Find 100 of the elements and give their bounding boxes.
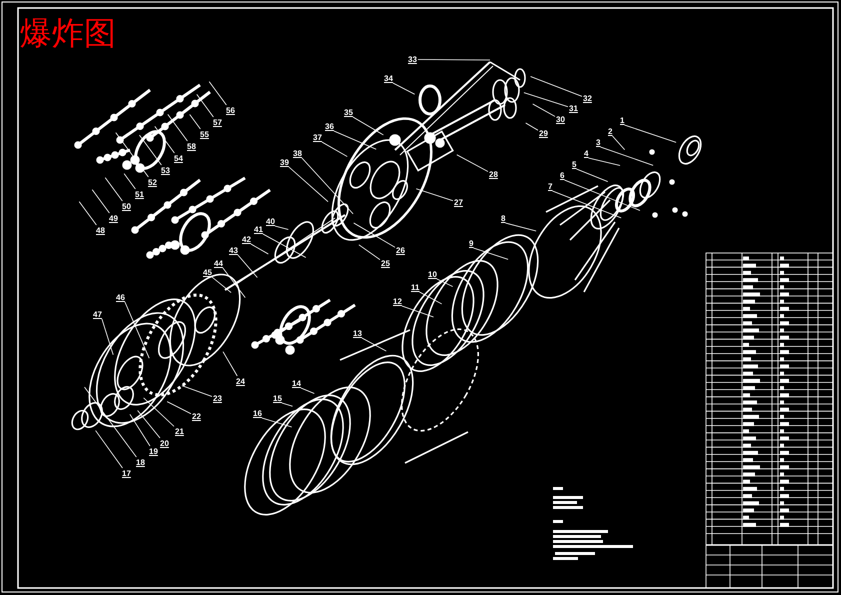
leader-line	[92, 189, 110, 214]
leader-line	[588, 158, 620, 166]
callout-number: 36	[325, 122, 334, 131]
leader-line	[600, 146, 654, 166]
leader-line	[95, 430, 123, 468]
leader-line	[208, 81, 227, 106]
leader-line	[288, 166, 328, 202]
leader-line	[416, 188, 454, 202]
leader-line	[322, 142, 348, 157]
callout-number: 55	[200, 130, 209, 139]
callout-number: 38	[293, 149, 302, 158]
callout-number: 48	[96, 226, 105, 235]
callout-number: 52	[148, 178, 157, 187]
leader-line	[302, 158, 354, 214]
leader-line	[154, 126, 175, 154]
leader-line	[505, 222, 537, 232]
callout-number: 22	[192, 412, 201, 421]
leader-line	[196, 94, 214, 118]
leader-line	[167, 114, 188, 142]
callout-number: 8	[501, 214, 506, 223]
leader-line	[552, 190, 622, 218]
leader-line	[130, 414, 150, 446]
leader-line	[334, 130, 377, 150]
leader-line	[262, 418, 292, 428]
callout-number: 43	[229, 246, 238, 255]
callout-number: 11	[411, 283, 420, 292]
leader-line	[392, 82, 416, 95]
leader-line	[402, 306, 434, 318]
leader-line	[102, 318, 114, 356]
callout-number: 26	[396, 246, 405, 255]
leader-line	[419, 292, 442, 304]
callout-number: 5	[572, 160, 576, 169]
leader-line	[456, 154, 488, 172]
leader-line	[166, 401, 192, 414]
leader-line	[115, 132, 149, 178]
leader-line	[436, 278, 454, 287]
leader-line	[139, 134, 162, 166]
leader-line	[282, 402, 293, 407]
callout-number: 45	[203, 268, 212, 277]
leader-line	[189, 114, 201, 130]
callout-number: 44	[214, 259, 223, 268]
leader-line	[181, 385, 212, 397]
leader-line	[418, 59, 490, 60]
callout-number: 4	[584, 149, 588, 158]
leader-line	[274, 226, 289, 230]
callout-number: 41	[254, 225, 263, 234]
leader-line	[262, 234, 306, 258]
callout-number: 19	[149, 447, 158, 456]
leader-line	[238, 254, 258, 278]
leader-line	[353, 222, 396, 248]
callout-number: 57	[213, 118, 222, 127]
callout-number: 9	[469, 239, 474, 248]
leader-line	[624, 124, 676, 143]
leader-line	[78, 201, 97, 226]
leader-line	[143, 398, 174, 427]
leader-line	[212, 276, 232, 293]
callout-number: 31	[569, 104, 578, 113]
leader-line	[124, 302, 150, 359]
callout-number: 37	[313, 133, 322, 142]
callout-number: 14	[292, 379, 301, 388]
leader-line	[84, 386, 137, 458]
leader-line	[362, 338, 387, 352]
leader-line	[525, 122, 538, 131]
callout-number: 25	[381, 259, 390, 268]
callout-number: 2	[608, 127, 612, 136]
callout-number: 29	[539, 129, 548, 138]
leader-line	[222, 268, 246, 298]
callout-number: 34	[384, 74, 393, 83]
leader-line	[222, 351, 238, 376]
callout-number: 18	[136, 458, 145, 467]
callout-number: 40	[266, 217, 275, 226]
drawing-title: 爆炸图	[20, 14, 116, 52]
callout-number: 23	[213, 394, 222, 403]
leader-line	[352, 116, 384, 136]
callout-number: 3	[596, 138, 600, 147]
leader-line	[530, 76, 582, 97]
callout-number: 32	[583, 94, 592, 103]
callout-number: 53	[161, 166, 170, 175]
callout-number: 39	[280, 158, 289, 167]
callout-number: 56	[226, 106, 235, 115]
callout-number: 50	[122, 202, 131, 211]
callout-number: 10	[428, 270, 437, 279]
callout-number: 12	[393, 297, 402, 306]
leader-line	[532, 104, 556, 117]
callout-number: 20	[160, 439, 169, 448]
leader-line	[358, 244, 380, 260]
leader-line	[524, 92, 568, 108]
callout-number: 7	[548, 182, 552, 191]
callout-number: 47	[93, 310, 102, 319]
callout-number: 1	[620, 116, 624, 125]
leader-line	[576, 168, 608, 182]
callout-number: 33	[408, 55, 417, 64]
callout-number: 15	[273, 394, 282, 403]
callout-number: 54	[174, 154, 183, 163]
callout-number: 49	[109, 214, 118, 223]
callout-number: 28	[489, 170, 498, 179]
callout-number: 42	[242, 235, 251, 244]
leader-line	[300, 388, 315, 394]
leader-line	[137, 410, 160, 438]
leader-line	[104, 177, 123, 202]
